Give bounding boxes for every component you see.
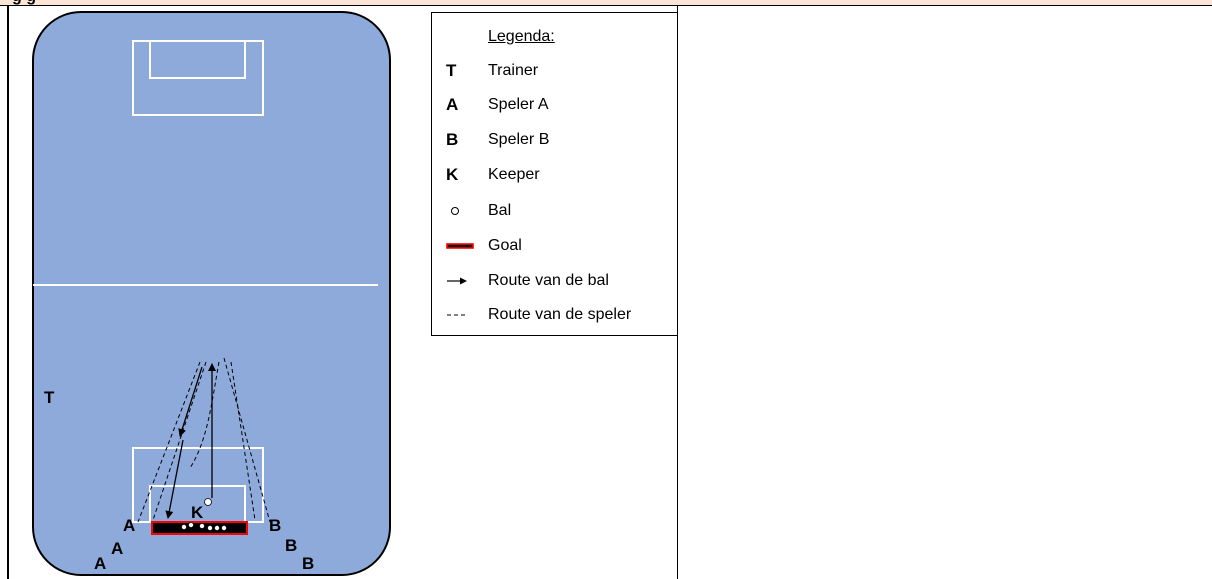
ball-icon [204, 498, 212, 506]
pitch [32, 11, 391, 576]
legend: Legenda: T Trainer A Speler A B Speler B… [431, 12, 678, 336]
legend-label-speler-b: Speler B [488, 131, 550, 148]
ball-route-arrow [178, 366, 203, 437]
ball-icon [213, 525, 220, 532]
header-text-fragment: g g [12, 0, 36, 6]
player-route [223, 357, 271, 523]
ball-icon [187, 522, 194, 529]
legend-item-route-speler: Route van de speler [432, 303, 677, 327]
legend-label-goal: Goal [488, 237, 522, 254]
legend-item-bal: Bal [432, 199, 677, 223]
player-a-marker: A [123, 516, 135, 535]
player-a-marker: A [111, 539, 123, 558]
legend-item-trainer: T Trainer [432, 59, 677, 83]
ball-icon [220, 525, 227, 532]
header-strip [0, 0, 1212, 6]
legend-label-route-bal: Route van de bal [488, 272, 609, 289]
legend-item-speler-b: B Speler B [432, 128, 677, 152]
ball-icon [446, 199, 470, 223]
arrow-icon [446, 269, 470, 293]
goal-icon [446, 234, 474, 258]
player-b-marker: B [285, 536, 297, 555]
bottom-goal [151, 521, 248, 535]
player-routes [137, 357, 271, 523]
legend-label-keeper: Keeper [488, 166, 540, 183]
ball-route-arrow [165, 439, 184, 519]
player-a-marker: A [94, 554, 106, 573]
player-route [137, 361, 201, 523]
dashed-line-icon [446, 303, 470, 327]
legend-item-speler-a: A Speler A [432, 93, 677, 117]
keeper-marker: K [191, 503, 204, 522]
field-diagram: T K A A A B B B [32, 11, 391, 576]
ball-icon [206, 525, 213, 532]
balls [180, 498, 227, 532]
legend-symbol-speler-b: B [446, 130, 459, 149]
legend-symbol-trainer: T [446, 61, 457, 80]
legend-item-goal: Goal [432, 234, 677, 258]
legend-label-trainer: Trainer [488, 62, 539, 79]
legend-label-route-speler: Route van de speler [488, 306, 632, 323]
legend-label-bal: Bal [488, 202, 512, 219]
trainer-marker: T [44, 388, 55, 407]
legend-symbol-speler-a: A [446, 95, 459, 114]
legend-title: Legenda: [488, 28, 555, 45]
ball-icon [198, 523, 205, 530]
legend-symbol-keeper: K [446, 165, 459, 184]
frame-left-border [7, 5, 9, 579]
top-goal-area [149, 40, 246, 79]
legend-label-speler-a: Speler A [488, 96, 549, 113]
player-route [230, 361, 256, 521]
player-b-marker: B [302, 554, 314, 573]
legend-item-keeper: K Keeper [432, 163, 677, 187]
legend-item-route-bal: Route van de bal [432, 269, 677, 293]
ball-routes [165, 363, 216, 519]
player-route [189, 361, 220, 469]
ball-icon [180, 524, 187, 531]
player-b-marker: B [269, 516, 281, 535]
